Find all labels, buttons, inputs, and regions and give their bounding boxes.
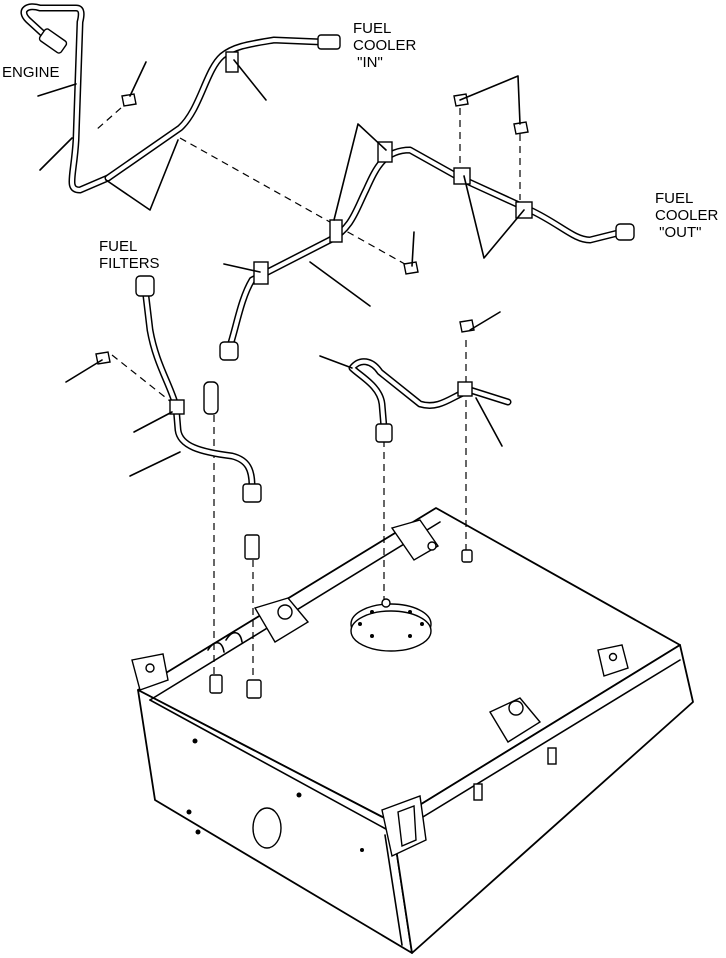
bolts — [95, 93, 529, 365]
assembly-lines — [95, 99, 521, 680]
leader-lines — [37, 59, 525, 477]
fuel-filters-label: FUEL FILTERS — [99, 238, 160, 272]
return-line — [348, 358, 512, 443]
filter-line — [135, 275, 262, 503]
tank-fittings — [203, 381, 473, 699]
cooler-in-line — [104, 34, 341, 182]
engine-line — [20, 3, 112, 194]
fuel-cooler-in-label: FUEL COOLER "IN" — [353, 20, 417, 71]
cooler-out-line — [219, 141, 635, 361]
engine-label: ENGINE — [2, 64, 60, 81]
fuel-cooler-out-label: FUEL COOLER "OUT" — [655, 190, 719, 241]
fuel-tank — [131, 507, 694, 954]
